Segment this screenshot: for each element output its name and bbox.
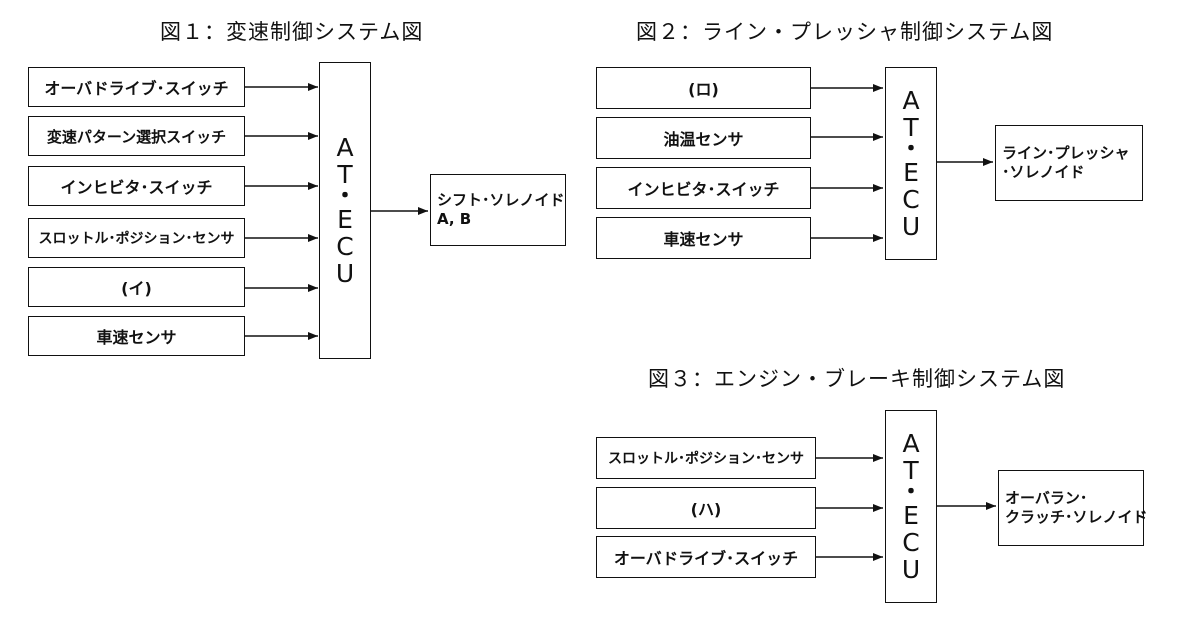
fig2-output-box: ライン･プレッシャ ･ソレノイド [995,125,1143,201]
fig3-input-box: スロットル･ポジション･センサ [596,437,816,479]
fig1-output-line: シフト･ソレノイド [437,191,565,209]
fig2-input-box-blank-ro: (ロ) [596,67,811,109]
ecu-letter: A [902,429,920,458]
fig1-input-box: インヒビタ･スイッチ [28,166,245,206]
fig1-input-arrows [245,83,428,340]
ecu-dot: ・ [899,137,922,162]
fig2-input-box: インヒビタ･スイッチ [596,167,811,209]
fig3-input-box: オーバドライブ･スイッチ [596,536,816,578]
ecu-letter: C [902,528,920,557]
fig3-title: 図３：エンジン・ブレーキ制御システム図 [648,367,1066,391]
ecu-letter: C [902,185,920,214]
ecu-letter: U [335,259,355,288]
fig2-output-line: ･ソレノイド [1002,163,1085,181]
fig2-title: 図２：ライン・プレッシャ制御システム図 [636,20,1054,44]
ecu-letter: C [336,232,354,261]
ecu-letter: A [902,86,920,115]
fig2-input-box: 車速センサ [596,217,811,259]
fig1-title: 図１：変速制御システム図 [160,20,424,44]
ecu-letter: T [903,456,919,485]
fig3-input-arrows [816,454,996,561]
fig1-input-box-blank-i: (イ) [28,267,245,307]
fig1-at-ecu: A T ・ E C U [319,62,371,359]
ecu-letter: E [903,158,919,187]
fig2-output-line: ライン･プレッシャ [1002,144,1130,162]
fig3-output-line: クラッチ･ソレノイド [1005,508,1148,526]
fig1-input-box: オーバドライブ･スイッチ [28,67,245,107]
ecu-dot: ・ [899,480,922,505]
ecu-dot: ・ [333,184,356,209]
ecu-letter: E [337,205,353,234]
ecu-letter: U [901,212,921,241]
ecu-letter: T [903,113,919,142]
fig2-at-ecu: A T ・ E C U [885,67,937,260]
fig1-input-box: 車速センサ [28,316,245,356]
fig1-output-box: シフト･ソレノイド A, B [430,174,566,246]
fig3-output-line: オーバラン･ [1005,489,1088,507]
fig3-at-ecu: A T ・ E C U [885,410,937,603]
fig2-input-box: 油温センサ [596,117,811,159]
fig1-output-line: A, B [437,210,472,228]
ecu-letter: T [337,160,353,189]
fig3-output-box: オーバラン･ クラッチ･ソレノイド [998,470,1148,546]
fig3-input-box-blank-ha: (ハ) [596,487,816,529]
ecu-letter: E [903,501,919,530]
ecu-letter: A [336,133,354,162]
ecu-letter: U [901,555,921,584]
fig1-input-box: 変速パターン選択スイッチ [28,116,245,156]
fig1-input-box: スロットル･ポジション･センサ [28,218,245,258]
fig2-input-arrows [811,84,993,242]
